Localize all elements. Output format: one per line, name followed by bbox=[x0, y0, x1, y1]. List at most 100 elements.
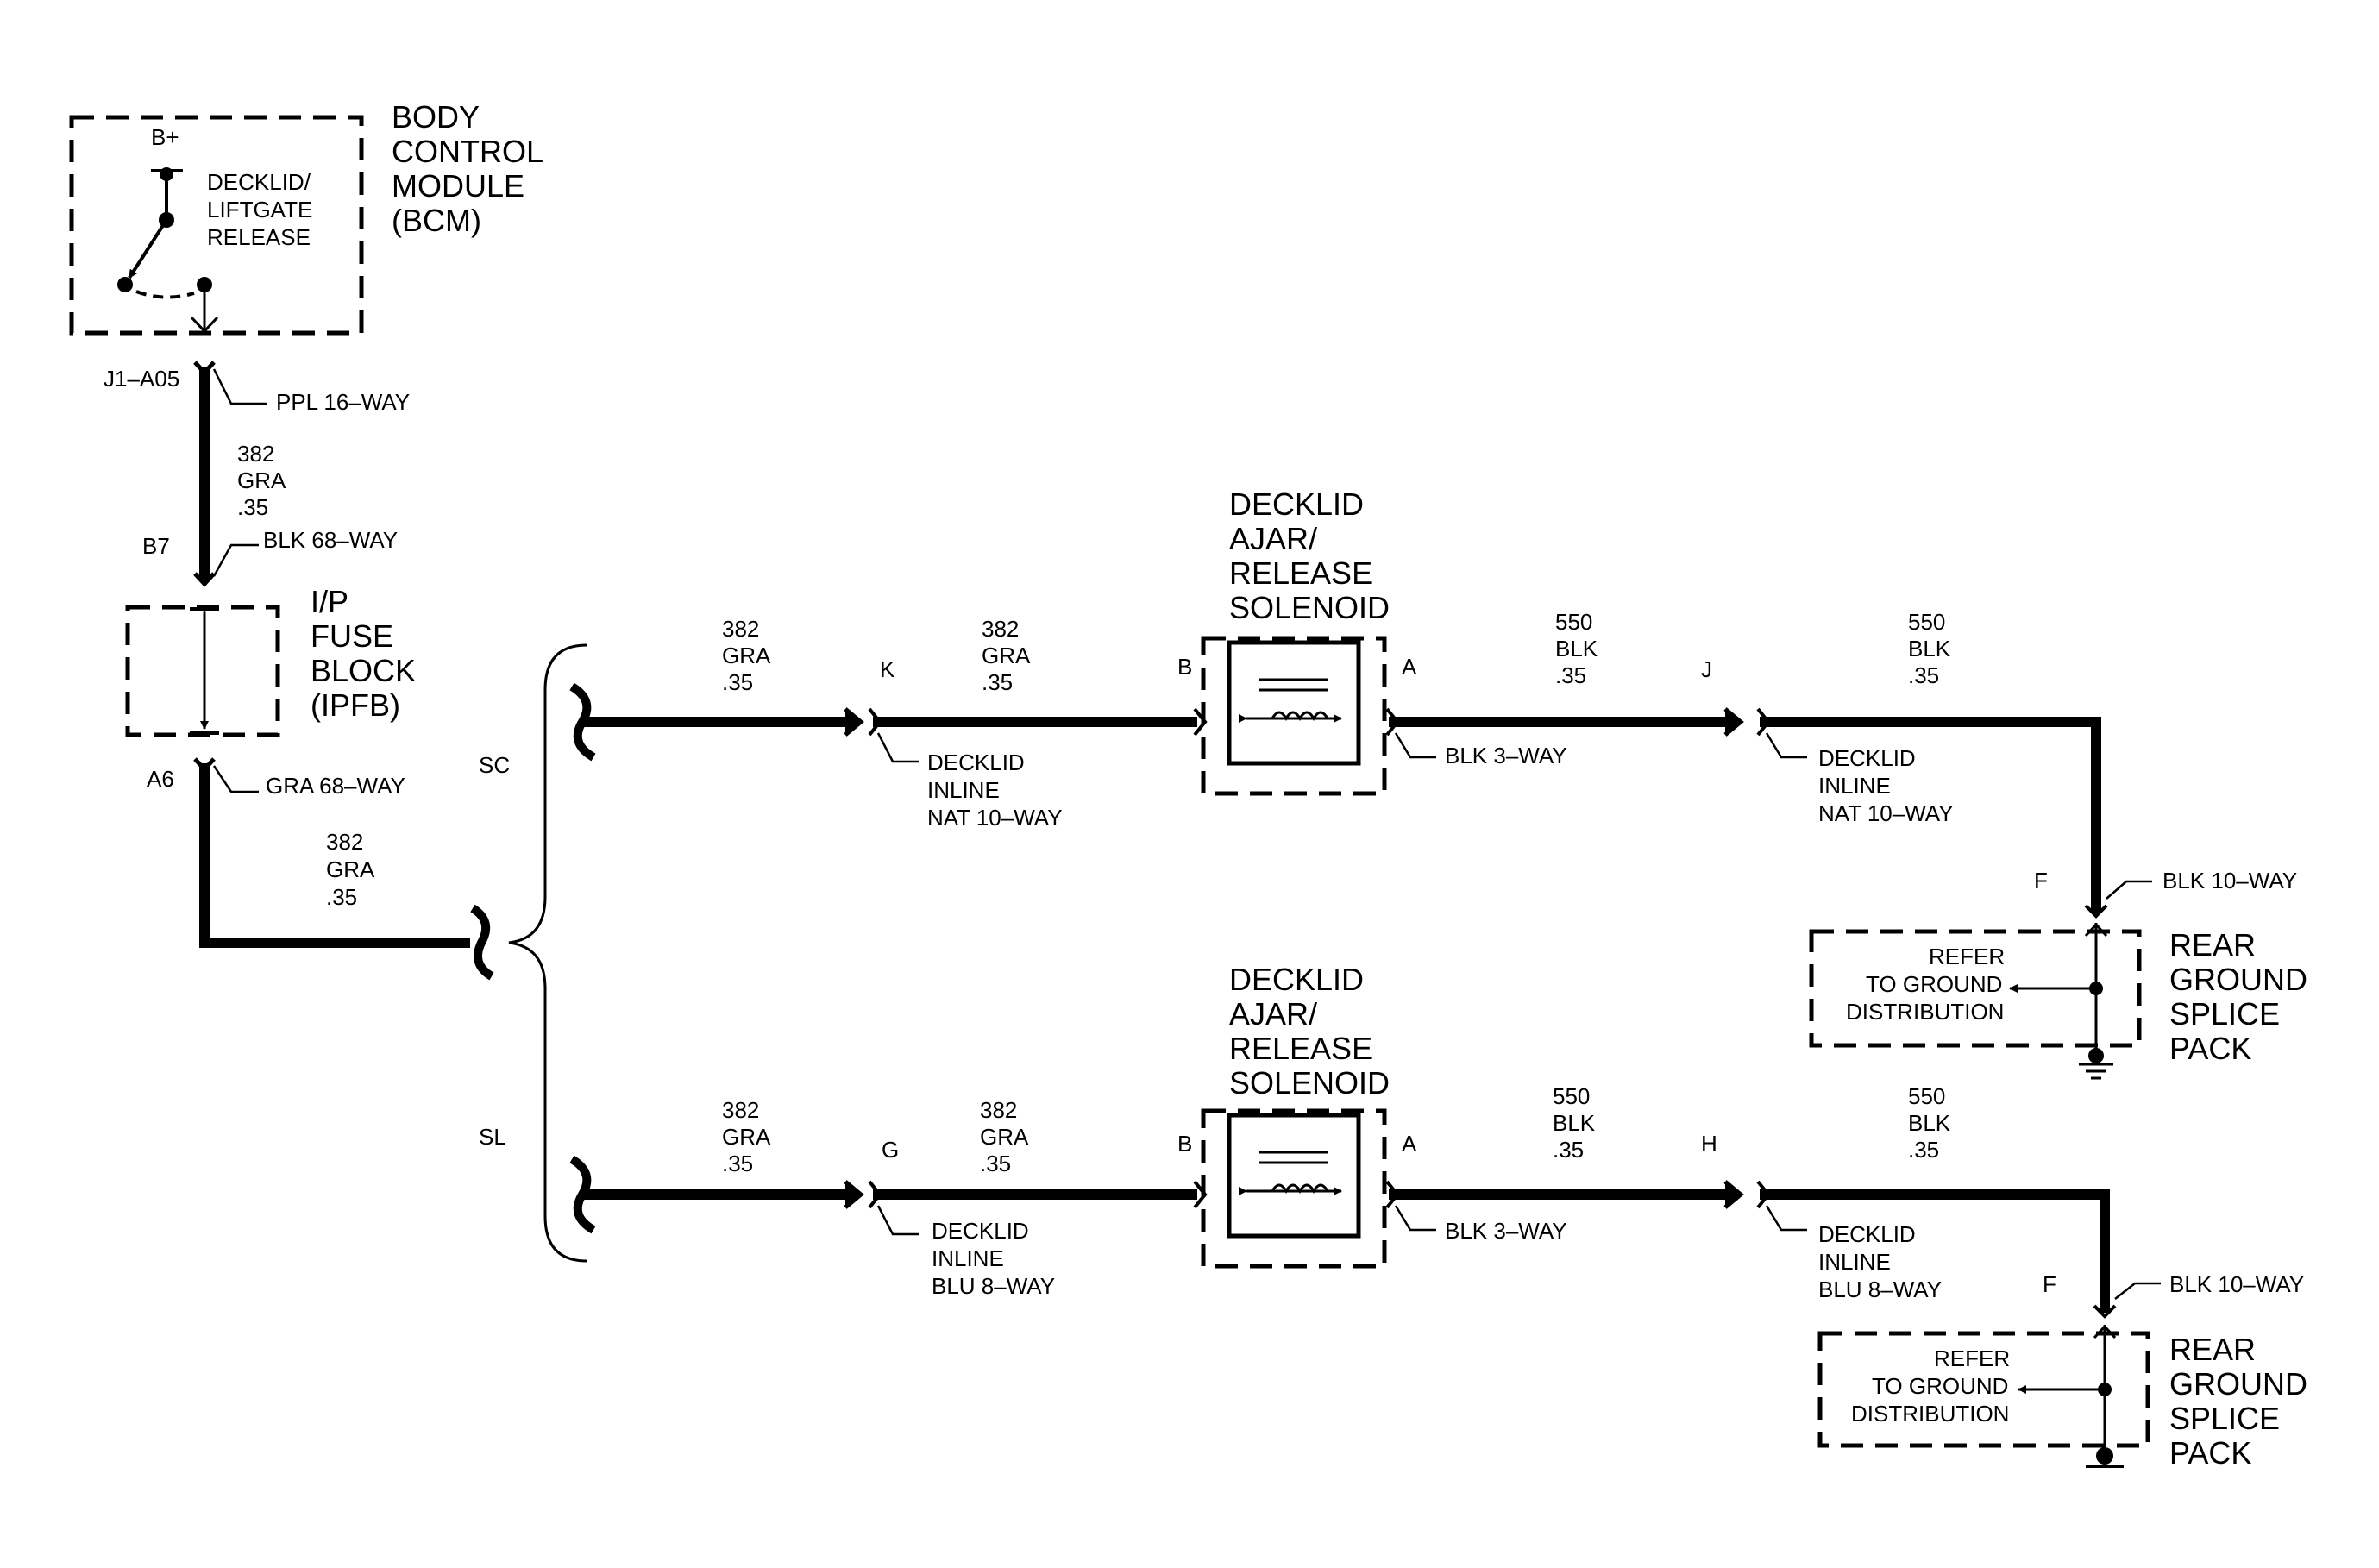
sl-wire-b-circuit: 382 bbox=[980, 1097, 1017, 1123]
wire-382-bcm-to-ipfb bbox=[193, 361, 267, 587]
ipfb-label-line4: (IPFB) bbox=[311, 687, 400, 723]
sl-wire-b-color: GRA bbox=[980, 1124, 1029, 1150]
rear-ground-splice-pack-outline bbox=[1809, 929, 2142, 1048]
sl-ground-pin: F bbox=[2043, 1271, 2056, 1297]
sl-solenoid-label-line2: AJAR/ bbox=[1229, 996, 1317, 1032]
sc-inline2-line2: INLINE bbox=[1818, 773, 1891, 799]
sl-wire-d-color: BLK bbox=[1908, 1110, 1951, 1136]
sc-wire-c-circuit: 550 bbox=[1555, 609, 1592, 635]
sc-wire-b-color: GRA bbox=[982, 643, 1031, 668]
sl-splice-pack-line3: SPLICE bbox=[2169, 1401, 2280, 1436]
wire-382-ipfb-to-branch bbox=[193, 757, 494, 981]
sc-wire-c-gauge: .35 bbox=[1555, 662, 1586, 688]
sl-wire-a-color: GRA bbox=[722, 1124, 771, 1150]
sc-ground-pin: F bbox=[2034, 868, 2048, 894]
option-sc-label: SC bbox=[479, 752, 510, 778]
sc-solenoid-pin-b: B bbox=[1177, 654, 1192, 680]
connector-gra-68way: GRA 68–WAY bbox=[266, 773, 405, 799]
sc-inline2-line3: NAT 10–WAY bbox=[1818, 800, 1954, 826]
sc-splice-pack-line1: REAR bbox=[2169, 927, 2256, 963]
sc-solenoid-label-line1: DECKLID bbox=[1229, 486, 1364, 522]
branch-sc-labels: 382 GRA .35 K 382 GRA .35 DECKLID INLINE… bbox=[722, 486, 2307, 1066]
sl-refer-line1: REFER bbox=[1934, 1345, 2010, 1371]
sc-wire-b-gauge: .35 bbox=[982, 669, 1013, 695]
sl-wire-a-gauge: .35 bbox=[722, 1151, 753, 1176]
sl-wire-a-circuit: 382 bbox=[722, 1097, 759, 1123]
sl-refer-line2: TO GROUND bbox=[1872, 1373, 2008, 1399]
sc-solenoid-connector: BLK 3–WAY bbox=[1445, 743, 1567, 768]
sc-inline2-pin: J bbox=[1701, 656, 1712, 682]
wire1-gauge: .35 bbox=[237, 494, 268, 520]
ipfb-dashed-outline bbox=[125, 605, 280, 737]
sl-wire-c-gauge: .35 bbox=[1553, 1137, 1584, 1163]
sl-wire-b-gauge: .35 bbox=[980, 1151, 1011, 1176]
ipfb-label-line3: BLOCK bbox=[311, 653, 416, 688]
sl-inline2-line3: BLU 8–WAY bbox=[1818, 1276, 1942, 1302]
bcm-switch-label-line1: DECKLID/ bbox=[207, 169, 311, 195]
sc-inline1-line3: NAT 10–WAY bbox=[927, 805, 1063, 831]
sc-wire-c-color: BLK bbox=[1555, 636, 1598, 662]
wire1-circuit: 382 bbox=[237, 441, 274, 467]
sc-splice-pack-line3: SPLICE bbox=[2169, 996, 2280, 1032]
bcm-label-line1: BODY bbox=[392, 99, 480, 135]
sc-wire-d-gauge: .35 bbox=[1908, 662, 1939, 688]
wire1-color: GRA bbox=[237, 467, 286, 493]
ip-fuse-block: I/P FUSE BLOCK (IPFB) bbox=[125, 584, 416, 737]
bcm-label-line3: MODULE bbox=[392, 168, 524, 204]
sc-solenoid-pin-a: A bbox=[1402, 654, 1417, 680]
sc-splice-pack-line2: GROUND bbox=[2169, 962, 2307, 997]
wire2-gauge: .35 bbox=[326, 884, 357, 910]
ipfb-label-line1: I/P bbox=[311, 584, 348, 619]
sl-refer-line3: DISTRIBUTION bbox=[1851, 1401, 2009, 1427]
sl-inline1-line2: INLINE bbox=[932, 1245, 1004, 1271]
sl-ground-connector: BLK 10–WAY bbox=[2169, 1271, 2304, 1297]
pin-j1-a05: J1–A05 bbox=[104, 366, 179, 392]
bcm-dashed-outline bbox=[69, 115, 364, 336]
sl-wire-c-circuit: 550 bbox=[1553, 1083, 1590, 1109]
wire2-color: GRA bbox=[326, 856, 375, 882]
connector-ppl-16way: PPL 16–WAY bbox=[276, 389, 410, 415]
sc-ground-connector: BLK 10–WAY bbox=[2162, 868, 2297, 894]
sl-wire-d-gauge: .35 bbox=[1908, 1137, 1939, 1163]
sl-inline-pin: G bbox=[882, 1137, 899, 1163]
bcm-label-line2: CONTROL bbox=[392, 134, 543, 169]
sc-solenoid-label-line4: SOLENOID bbox=[1229, 590, 1390, 625]
branch-sl-labels: 382 GRA .35 G 382 GRA .35 DECKLID INLINE… bbox=[722, 962, 2307, 1471]
solenoid-outline bbox=[1201, 636, 1387, 796]
sl-inline1-line3: BLU 8–WAY bbox=[932, 1273, 1055, 1299]
sc-wire-d-color: BLK bbox=[1908, 636, 1951, 662]
branch-sl bbox=[569, 1108, 2161, 1468]
sc-inline1-line2: INLINE bbox=[927, 777, 1000, 803]
ipfb-label-line2: FUSE bbox=[311, 618, 393, 654]
body-control-module: BODY CONTROL MODULE (BCM) B+ DECKLID/ LI… bbox=[69, 99, 543, 336]
sl-inline1-line1: DECKLID bbox=[932, 1218, 1029, 1244]
sc-wire-a-circuit: 382 bbox=[722, 616, 759, 642]
sl-wire-d-circuit: 550 bbox=[1908, 1083, 1945, 1109]
sc-inline2-line1: DECKLID bbox=[1818, 745, 1916, 771]
sl-inline2-pin: H bbox=[1701, 1131, 1717, 1157]
sl-solenoid-label-line1: DECKLID bbox=[1229, 962, 1364, 997]
bcm-bplus-label: B+ bbox=[151, 124, 179, 150]
release-switch-symbol bbox=[117, 167, 219, 334]
sc-wire-d-circuit: 550 bbox=[1908, 609, 1945, 635]
option-sl-label: SL bbox=[479, 1124, 506, 1150]
sl-solenoid-label-line4: SOLENOID bbox=[1229, 1065, 1390, 1101]
sc-wire-a-gauge: .35 bbox=[722, 669, 753, 695]
sc-inline1-line1: DECKLID bbox=[927, 750, 1025, 775]
bcm-switch-label-line3: RELEASE bbox=[207, 224, 311, 250]
branch-sc bbox=[569, 636, 2152, 1080]
sc-wire-a-color: GRA bbox=[722, 643, 771, 668]
sc-wire-b-circuit: 382 bbox=[982, 616, 1019, 642]
sl-solenoid-pin-a: A bbox=[1402, 1131, 1417, 1157]
sc-splice-pack-line4: PACK bbox=[2169, 1031, 2251, 1066]
sl-inline2-line2: INLINE bbox=[1818, 1249, 1891, 1275]
sc-refer-line3: DISTRIBUTION bbox=[1846, 999, 2004, 1025]
sl-solenoid-pin-b: B bbox=[1177, 1131, 1192, 1157]
sl-splice-pack-line2: GROUND bbox=[2169, 1366, 2307, 1402]
sc-solenoid-label-line2: AJAR/ bbox=[1229, 521, 1317, 556]
wire2-circuit: 382 bbox=[326, 829, 363, 855]
bcm-switch-label-line2: LIFTGATE bbox=[207, 197, 312, 223]
sl-splice-pack-line1: REAR bbox=[2169, 1332, 2256, 1367]
connector-blk-68way: BLK 68–WAY bbox=[263, 527, 398, 553]
